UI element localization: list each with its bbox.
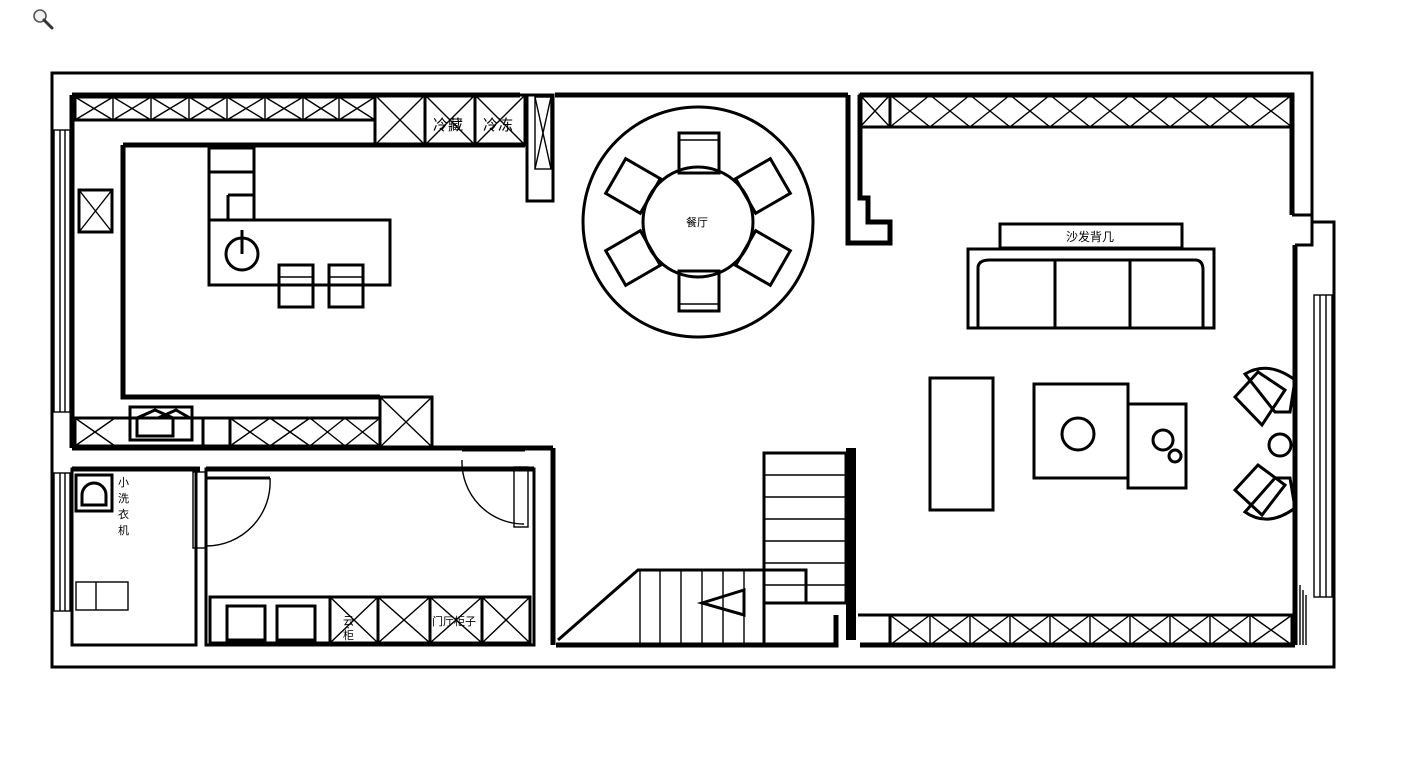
entry-door-left — [192, 471, 271, 549]
sofa-back-label: 沙发背几 — [1066, 229, 1114, 244]
kitchen-counter-outline — [120, 142, 525, 400]
dining-table — [581, 105, 815, 339]
bench-table — [928, 376, 995, 512]
shoe-cabinet-label: 门厅柜子 — [432, 614, 476, 628]
right-window — [1313, 294, 1333, 598]
entry-cabinets — [208, 595, 532, 645]
washer-label-4: 机 — [118, 523, 129, 537]
entry-room — [204, 467, 536, 647]
washer-label-2: 洗 — [118, 492, 129, 505]
radiator — [1299, 585, 1307, 645]
left-window — [53, 129, 71, 413]
coffee-table — [1032, 382, 1188, 490]
kitchen-island — [207, 218, 392, 287]
laundry-window — [53, 472, 71, 612]
living-top-cabinet — [858, 93, 1294, 129]
outer-boundary — [50, 71, 1336, 669]
left-wall-unit — [77, 188, 114, 234]
corridor-wall — [550, 95, 893, 648]
fridge-freeze-label: 冷冻 — [483, 116, 513, 134]
kitchen-top-cabinet — [73, 95, 377, 122]
entry-door-right — [461, 448, 529, 528]
washer-label-1: 小 — [118, 476, 129, 489]
right-wall-return — [1292, 213, 1314, 247]
lounge-chairs — [1232, 366, 1297, 521]
living-bottom-cabinet — [858, 613, 1294, 647]
washer-label-3: 衣 — [118, 507, 129, 521]
kitchen-bottom-cabinet — [73, 395, 434, 449]
pantry-label: 云·柜 — [342, 615, 355, 641]
staircase — [557, 448, 856, 645]
laundry-room — [70, 467, 198, 647]
sofa — [966, 247, 1216, 330]
bar-stools — [277, 263, 365, 309]
washer — [74, 473, 114, 513]
island-unit — [207, 146, 256, 222]
dining-label: 餐厅 — [686, 215, 708, 229]
tall-cabinet — [525, 93, 555, 203]
laundry-sink — [75, 581, 129, 611]
magnifier-icon — [33, 9, 54, 30]
fridge-cold-label: 冷藏 — [433, 116, 463, 134]
zoom-button[interactable] — [30, 6, 56, 30]
dining-chairs — [603, 131, 793, 313]
